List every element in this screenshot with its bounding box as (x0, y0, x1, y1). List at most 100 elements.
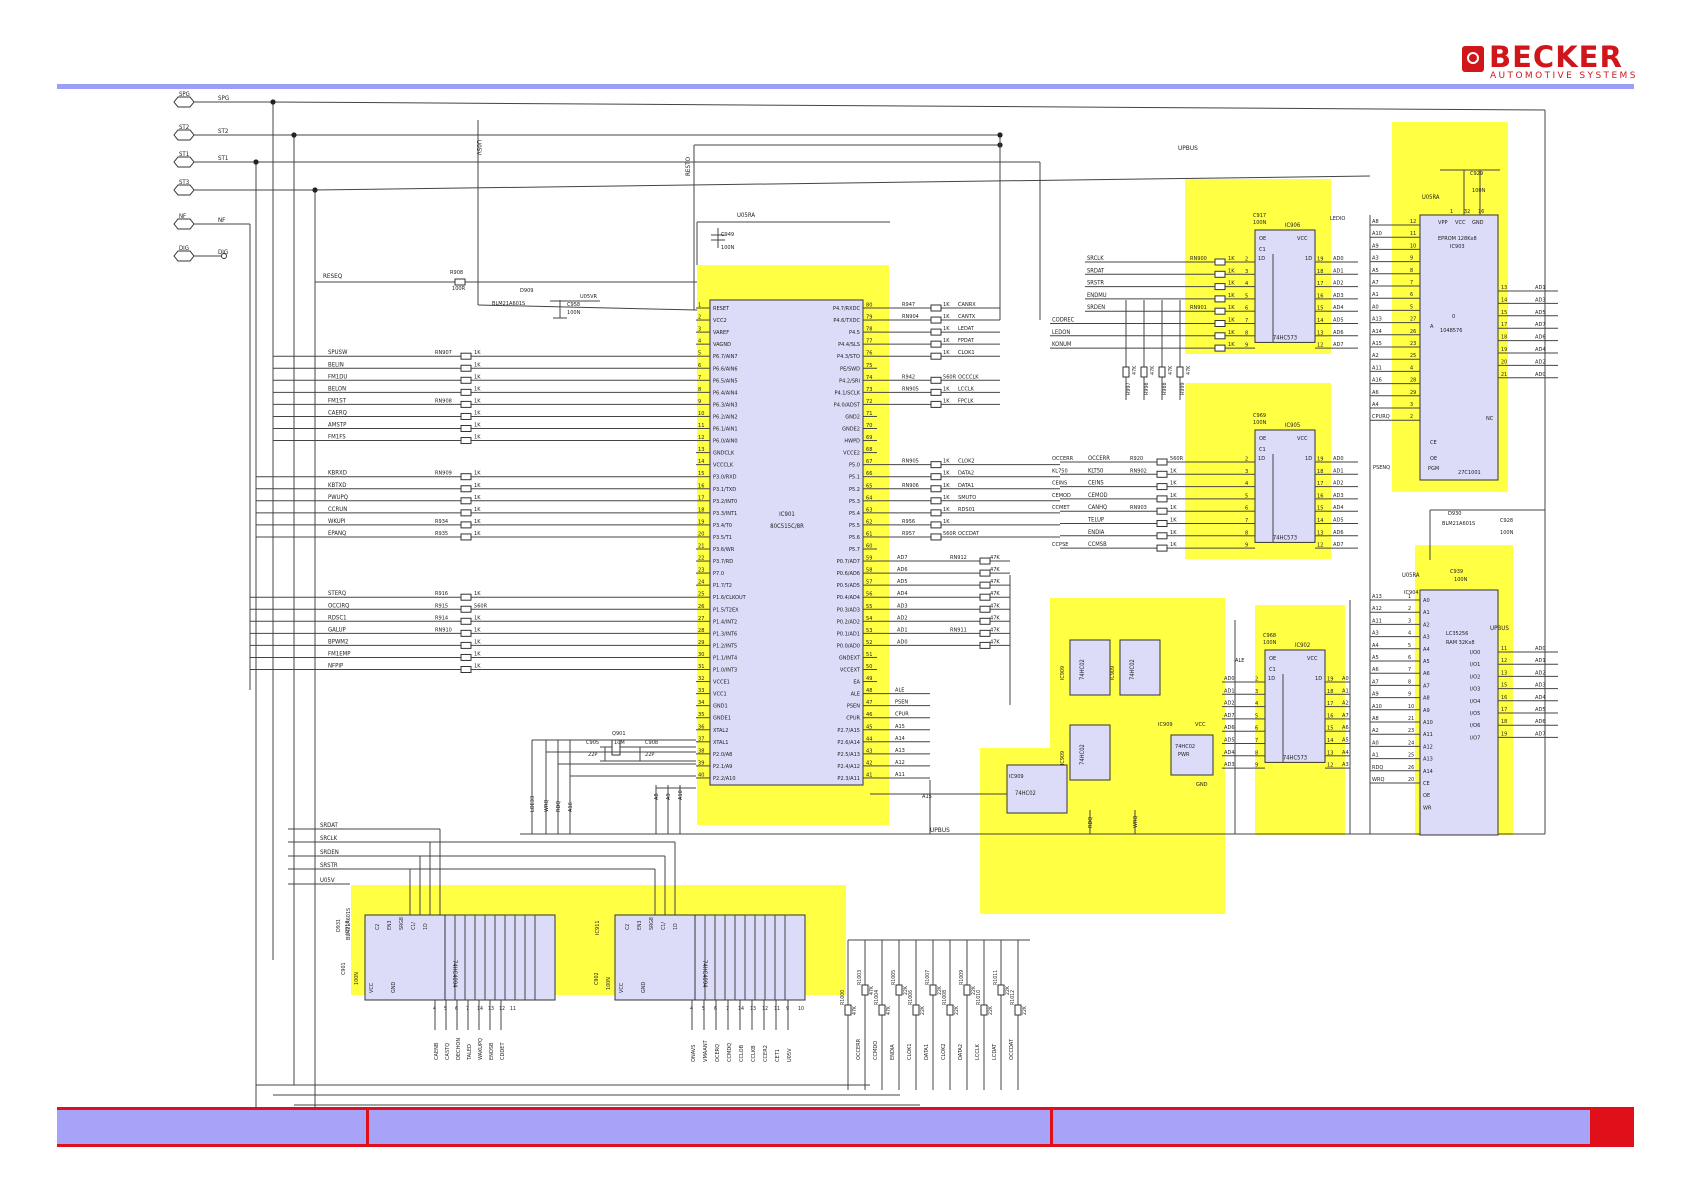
resistor-symbol (844, 1004, 852, 1016)
net-label: A13 (895, 748, 905, 754)
net-label: A10 (678, 790, 684, 800)
net-label: A16 (568, 802, 574, 812)
net-label: ALE (895, 688, 904, 694)
resistor-value: 1K (474, 362, 481, 368)
resistor-value: 22K (971, 985, 977, 995)
net-label: KL750 (1052, 468, 1068, 474)
net-label: FM1FS (328, 434, 346, 441)
resistor-value: 1K (943, 471, 950, 477)
pin-number: 17 (1317, 481, 1323, 487)
pin-name: 1D (1268, 676, 1275, 682)
pin-name: P3.1/TXD (713, 487, 736, 493)
net-label: A15 (895, 724, 905, 730)
shift-ic911-outputs (694, 914, 806, 1001)
pin-name: P4.5 (849, 330, 860, 336)
resistor-ref: R1006 (908, 990, 914, 1005)
resistor-value: 1K (1228, 293, 1235, 299)
pin-name: P2.7/A15 (837, 728, 860, 734)
net-label: WAKUPQ (478, 1038, 484, 1060)
latch-ic905 (1254, 429, 1316, 543)
terminal-circle (221, 253, 227, 259)
net-label: A9 (666, 793, 672, 800)
pin-number: 4 (1255, 701, 1258, 707)
pin-number: 14 (1501, 297, 1507, 303)
pin-number: 23 (1408, 728, 1414, 734)
pin-number: 40 (698, 772, 704, 778)
connector-symbol (173, 184, 195, 196)
pin-name: P0.0/AD0 (837, 643, 860, 649)
net-label: LCCLK (958, 386, 975, 392)
resistor-value: 47K (1168, 365, 1174, 375)
pin-name: P2.1/A9 (713, 764, 732, 770)
resistor-value: 1K (474, 350, 481, 356)
net-label: WRQ (544, 800, 550, 812)
junction-dot (253, 159, 259, 165)
pin-name: OE (1259, 436, 1266, 442)
net-label: A11 (1372, 365, 1382, 371)
pin-name: P5.6 (849, 535, 860, 541)
pin-number: 55 (866, 604, 872, 610)
pin-number: 3 (1408, 618, 1411, 624)
resistor-symbol (930, 352, 942, 360)
net-label: RDQ (1372, 765, 1383, 771)
pin-number: 4 (433, 1006, 436, 1012)
resistor-value: 1K (474, 483, 481, 489)
resistor-symbol (878, 1004, 886, 1016)
pin-number: 50 (866, 664, 872, 670)
net-label: A5 (1342, 738, 1349, 744)
net-label: OCCCLK (958, 374, 979, 380)
net-label: RDS01 (958, 507, 975, 513)
resistor-value: 1K (474, 374, 481, 380)
pin-name: A3 (1423, 635, 1430, 641)
schematic-label: R908 (450, 270, 463, 276)
resistor-value: 1K (943, 314, 950, 320)
resistor-symbol (930, 388, 942, 396)
net-label: CANTX (958, 314, 976, 320)
pin-number: 31 (698, 664, 704, 670)
connector-label: NF (179, 213, 186, 220)
pin-number: 16 (1317, 493, 1323, 499)
pin-name: I/O3 (1470, 687, 1480, 693)
net-label: SRDAT (1087, 268, 1105, 274)
pin-number: 52 (866, 640, 872, 646)
resistor-value: 1K (1170, 481, 1177, 487)
schematic-label: GND (1196, 782, 1208, 788)
resistor-ref: R934 (435, 519, 448, 525)
net-label: AD0 (1333, 456, 1344, 462)
net-label: AD0 (897, 639, 908, 645)
pin-number: 46 (866, 712, 872, 718)
resistor-symbol (1122, 366, 1130, 378)
pin-number: 18 (1317, 469, 1323, 475)
pin-name: VCCEXT (840, 668, 861, 674)
pin-number: 6 (698, 363, 701, 369)
resistor-symbol (460, 509, 472, 517)
net-label: A13 (1372, 317, 1382, 323)
junction-dot (270, 99, 276, 105)
pin-name: I/O7 (1470, 735, 1480, 741)
resistor-value: 47K (990, 579, 1000, 585)
schematic-label: 74HC02 (1175, 744, 1195, 750)
resistor-symbol (460, 412, 472, 420)
pin-number: 42 (866, 760, 872, 766)
pin-name: P0.1/AD1 (837, 631, 860, 637)
cap-value: 100N (1263, 640, 1277, 646)
pin-name: C1 (1269, 667, 1276, 673)
resistor-value: 1K (474, 627, 481, 633)
connector-symbol (173, 156, 195, 168)
resistor-symbol (460, 485, 472, 493)
upbus-label: UPBUS (1490, 625, 1509, 632)
net-label: A15 (1372, 341, 1382, 347)
net-label: OCCERR (1088, 456, 1110, 462)
schematic-label: C905 (586, 740, 599, 746)
pin-name: PSEN (847, 704, 860, 710)
resistor-symbol (460, 533, 472, 541)
pin-name: A5 (1423, 659, 1430, 665)
net-label: A14 (895, 736, 905, 742)
pin-number: 7 (1408, 667, 1411, 673)
schematic-label: IC909 (1158, 722, 1173, 728)
pin-name: P5.4 (849, 511, 860, 517)
net-label: WKUPI (328, 518, 346, 525)
resistor-value: 1K (943, 386, 950, 392)
pin-number: 9 (1245, 343, 1248, 349)
schematic-label: U05VR (580, 294, 598, 300)
